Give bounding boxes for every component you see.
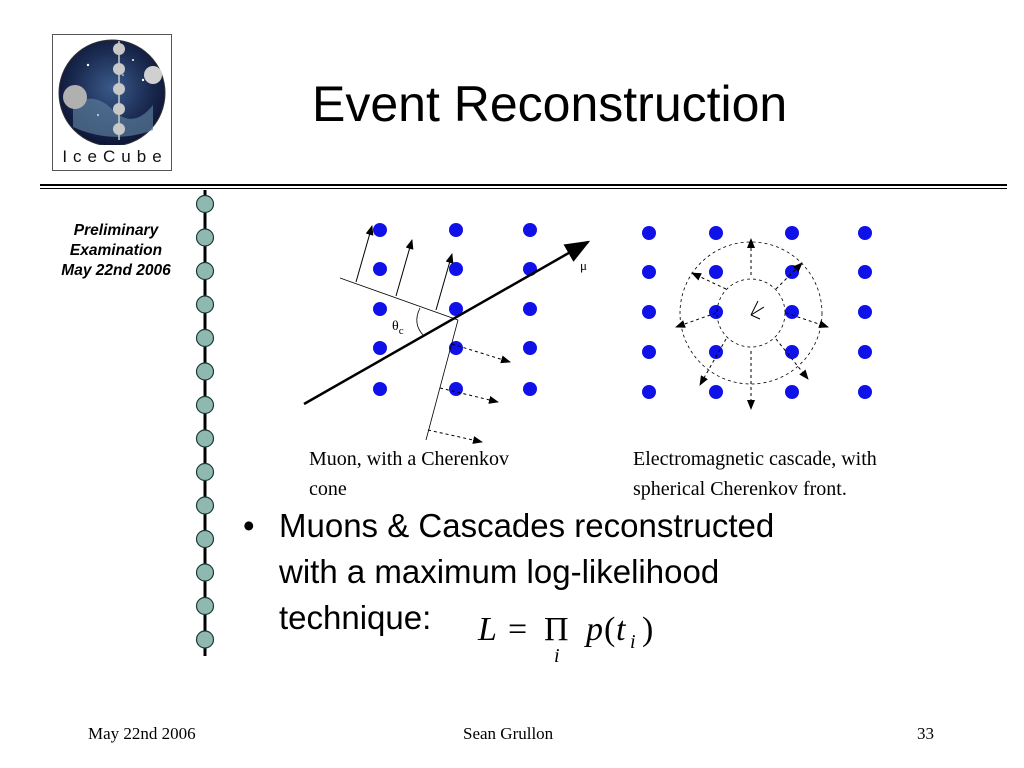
cascade-dom-dot [785, 385, 799, 399]
footer-date: May 22nd 2006 [88, 724, 196, 743]
string-dom-sensor [195, 261, 215, 281]
cascade-dom-dot [858, 345, 872, 359]
cascade-dom-grid [642, 226, 872, 399]
cascade-dom-dot [709, 226, 723, 240]
string-dom-sensor [195, 462, 215, 482]
logo-wordmark: IceCube [62, 147, 168, 166]
formula-close-paren: ) [642, 611, 653, 648]
muon-dom-dot [449, 302, 463, 316]
muon-dom-dot [373, 302, 387, 316]
cherenkov-angle-arc [416, 307, 425, 337]
muon-diagram: μ θc [303, 223, 591, 444]
muon-dom-dot [449, 382, 463, 396]
string-dom-sensor [195, 362, 215, 381]
logo-globe-image [58, 39, 166, 145]
muon-dom-dot [523, 341, 537, 355]
muon-track-arrow [303, 240, 591, 406]
slide-title: Event Reconstruction [312, 76, 788, 132]
formula-equals: = [508, 611, 527, 648]
formula-open-paren: ( [604, 611, 615, 648]
cascade-dom-dot [785, 345, 799, 359]
cone-front-upper [339, 277, 459, 321]
cone-front-lower [425, 319, 459, 441]
bullet-line-1: Muons & Cascades reconstructed [279, 507, 775, 544]
photon-arrows-lower [427, 343, 511, 444]
cascade-dom-dot [642, 226, 656, 240]
string-dom-sensor [195, 630, 215, 649]
formula-lhs: L [477, 611, 497, 648]
cascade-radial-arrows [675, 238, 829, 410]
string-dom-sensor [195, 228, 215, 247]
cascade-dom-dot [709, 305, 723, 319]
photon-arrows-upper [355, 225, 454, 311]
cascade-inner-front [716, 278, 786, 348]
string-dom-sensor [195, 194, 215, 214]
cascade-dom-dot [709, 385, 723, 399]
cascade-caption-line-1: Electromagnetic cascade, with [633, 448, 877, 470]
muon-track-label: μ [580, 258, 587, 273]
muon-caption-line-2: cone [309, 478, 347, 500]
cascade-outer-front [679, 241, 823, 385]
title-divider-thick [40, 184, 1007, 186]
muon-dom-dot [523, 302, 537, 316]
cascade-diagram [642, 226, 872, 410]
formula-index: i [554, 645, 560, 667]
string-dom-sensor [195, 328, 215, 348]
cascade-dom-dot [709, 265, 723, 279]
bullet-line-2: with a maximum log-likelihood [279, 553, 720, 590]
muon-dom-dot [523, 382, 537, 396]
muon-dom-dot [449, 341, 463, 355]
formula-func: p [584, 611, 603, 648]
cascade-dom-dot [785, 305, 799, 319]
cascade-dom-dot [858, 305, 872, 319]
dom-string-graphic [195, 190, 215, 656]
bullet-marker: • [243, 507, 255, 544]
sidebar-label: Preliminary Examination May 22nd 2006 [40, 221, 192, 281]
muon-dom-dot [373, 262, 387, 276]
cascade-dom-dot [642, 265, 656, 279]
bullet-text: Muons & Cascades reconstructed with a ma… [279, 503, 919, 641]
cherenkov-angle-label: θc [392, 319, 404, 337]
likelihood-formula: L = Π i p ( t i ) [477, 611, 653, 667]
formula-arg: t [616, 611, 627, 648]
muon-dom-dot [373, 223, 387, 237]
string-dom-sensor [195, 395, 215, 415]
sidebar-line-3: May 22nd 2006 [61, 262, 171, 279]
string-dom-sensor [195, 295, 215, 314]
cascade-dom-dot [785, 265, 799, 279]
muon-dom-dot [523, 223, 537, 237]
string-dom-sensor [195, 429, 215, 448]
bullet-line-3: technique: [279, 599, 432, 636]
formula-arg-sub: i [630, 631, 636, 653]
muon-caption-line-1: Muon, with a Cherenkov [309, 448, 509, 470]
footer-author: Sean Grullon [463, 724, 554, 743]
cascade-dom-dot [642, 385, 656, 399]
cascade-caption-line-2: spherical Cherenkov front. [633, 478, 847, 500]
muon-dom-dot [449, 223, 463, 237]
cascade-dom-dot [785, 226, 799, 240]
muon-dom-grid [373, 223, 537, 396]
sidebar-line-1: Preliminary [73, 222, 159, 239]
cascade-dom-dot [858, 265, 872, 279]
cascade-dom-dot [642, 345, 656, 359]
string-dom-sensor [195, 596, 215, 616]
string-dom-sensor [195, 496, 215, 515]
sidebar-line-2: Examination [69, 242, 163, 259]
formula-product: Π [544, 611, 569, 648]
icecube-logo: IceCube [52, 34, 172, 171]
string-dom-sensor [195, 529, 215, 549]
cascade-caption: Electromagnetic cascade, with spherical … [633, 444, 877, 504]
cascade-dom-dot [709, 345, 723, 359]
cascade-dom-dot [858, 385, 872, 399]
muon-dom-dot [373, 382, 387, 396]
cascade-dom-dot [858, 226, 872, 240]
string-dom-sensor [195, 563, 215, 582]
cascade-vertex-arrows [750, 300, 765, 320]
muon-dom-dot [449, 262, 463, 276]
footer-page-number: 33 [917, 724, 934, 743]
title-divider-thin [40, 188, 1007, 189]
muon-dom-dot [373, 341, 387, 355]
cascade-dom-dot [642, 305, 656, 319]
muon-caption: Muon, with a Cherenkov cone [309, 444, 509, 504]
